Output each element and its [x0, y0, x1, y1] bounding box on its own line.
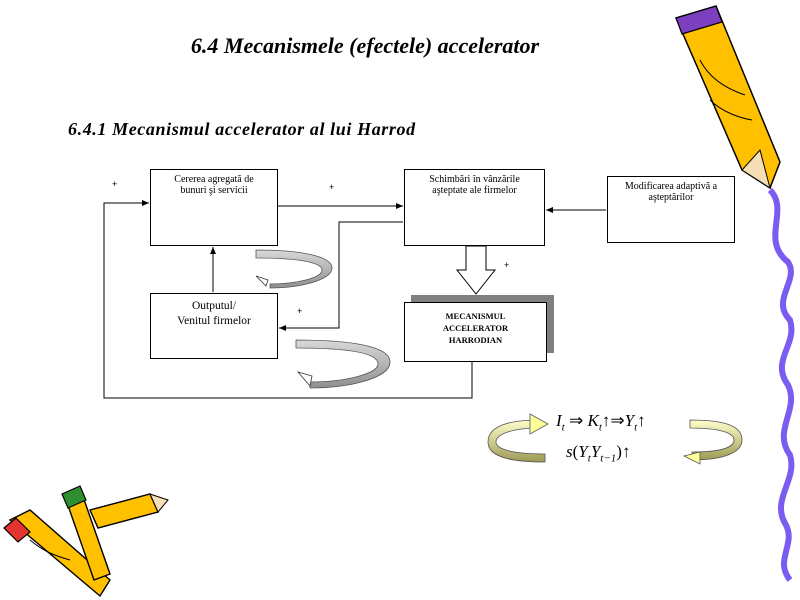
purple-ribbon — [767, 187, 795, 582]
grey-loop-upper — [255, 249, 333, 289]
sign-below-schimbari: + — [504, 260, 510, 270]
pencils-bottom-left — [3, 485, 169, 598]
formula-open-paren: ( — [572, 442, 579, 461]
formula-Y-sub: t — [634, 421, 638, 434]
formula-up: ↑ — [621, 442, 631, 461]
formula-I-sub: t — [561, 421, 565, 434]
box-mecanismul-line3: HARRODIAN — [448, 335, 503, 345]
box-mecanismul-line2: ACCELERATOR — [442, 323, 509, 333]
hollow-down-arrow — [455, 245, 497, 295]
sign-left-top: + — [112, 179, 118, 189]
box-schimbari-line1: Schimbări în vânzările — [429, 174, 520, 185]
formula-Y1-sub: t — [587, 452, 591, 465]
box-outputul: Outputul/ Venitul firmelor — [150, 293, 278, 359]
formula-Y1: Y — [578, 442, 588, 461]
box-modificarea-line1: Modificarea adaptivă a — [624, 181, 718, 192]
box-cererea: Cererea agregată de bunuri şi servicii — [150, 169, 278, 246]
formula-up2: ↑ — [637, 411, 646, 430]
box-mecanismul: MECANISMUL ACCELERATOR HARRODIAN — [404, 302, 547, 362]
formula-implies2: ⇒ — [610, 411, 625, 430]
formula-I: I — [556, 411, 562, 430]
arrow-mecanismul-to-outputul — [279, 221, 403, 331]
box-mecanismul-line1: MECANISMUL — [445, 311, 506, 321]
formula-line2: s(YtYt−1)↑ — [566, 442, 630, 464]
box-outputul-line1: Outputul/ — [191, 300, 237, 312]
sign-middle-top: + — [329, 182, 335, 192]
yellow-loop-right — [682, 419, 743, 465]
formula-Y2-sub: t−1 — [600, 452, 617, 465]
box-cererea-line2: bunuri şi servicii — [180, 185, 248, 196]
arrow-feedback-loop — [103, 200, 473, 399]
formula-line1: It ⇒ Kt↑⇒Yt↑ — [556, 411, 646, 433]
formula-K-sub: t — [598, 421, 602, 434]
formula-close-paren: ) — [616, 442, 622, 461]
formula-implies1: ⇒ — [568, 411, 584, 430]
yellow-loop-left — [487, 413, 549, 463]
box-cererea-line1: Cererea agregată de — [174, 174, 254, 185]
box-outputul-line2: Venitul firmelor — [177, 315, 251, 327]
box-modificarea: Modificarea adaptivă a aşteptărilor — [607, 176, 735, 243]
formula-K: K — [587, 411, 599, 430]
formula-Y: Y — [624, 411, 635, 430]
box-schimbari-line2: aşteptate ale firmelor — [432, 185, 517, 196]
box-modificarea-line2: aşteptărilor — [648, 192, 694, 203]
pencil-top-right — [674, 5, 781, 190]
grey-loop-lower — [295, 339, 391, 389]
formula-Y2: Y — [590, 442, 601, 461]
box-schimbari: Schimbări în vânzările aşteptate ale fir… — [404, 169, 545, 246]
sign-near-outputul: + — [297, 306, 303, 316]
slide-title: 6.4 Mecanismele (efectele) accelerator — [190, 33, 540, 58]
slide-subtitle: 6.4.1 Mecanismul accelerator al lui Harr… — [68, 119, 416, 139]
formula-s: s — [566, 442, 573, 461]
formula-up1: ↑ — [601, 411, 611, 430]
